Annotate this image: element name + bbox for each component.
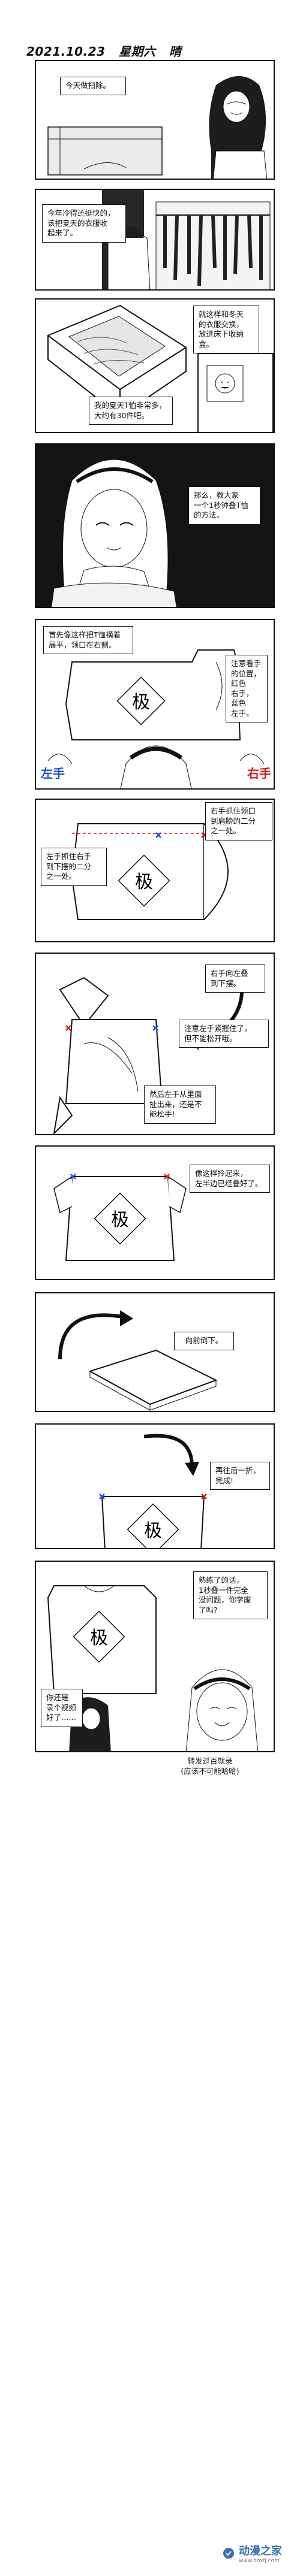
watermark-logo-icon xyxy=(223,2548,234,2559)
bubble-cleaning: 今天做扫除。 xyxy=(60,77,126,95)
bubble-fold-over: 右手向左叠 到下摆。 xyxy=(205,965,265,993)
header-weather: 晴 xyxy=(169,44,182,59)
shirt-emblem-4: 极 xyxy=(144,1520,162,1541)
panel-lay-flat: 极 首先像这样把T恤横着 展平，领口在右侧。 注意看手 的位置， 红色 右手， … xyxy=(35,619,275,790)
panel-fall-forward: 向前倒下。 xyxy=(35,1292,275,1412)
bubble-lay-flat: 首先像这样把T恤横着 展平，领口在右侧。 xyxy=(43,626,133,654)
bubble-fall-forward: 向前倒下。 xyxy=(174,1332,234,1350)
shirt-emblem-3: 极 xyxy=(111,1210,129,1230)
bubble-left-grab: 左手抓住右手 到下摆的二分 之一处。 xyxy=(41,848,107,886)
bubble-shirt-count: 我的夏天T恤非常多， 大约有30件吧。 xyxy=(89,397,173,425)
bubble-swap-clothes: 就这样和冬天 的衣服交换， 放进床下收纳盒。 xyxy=(193,306,259,353)
bubble-intro: 那么，教大家 一个1秒钟叠T恤 的方法。 xyxy=(188,486,260,525)
bubble-learned: 熟练了的话， 1秒叠一件完全 没问题，你学废 了吗? xyxy=(193,1571,268,1619)
bubble-right-grab: 右手抓住领口 到肩膀的二分 之一处。 xyxy=(205,802,272,840)
header-date: 2021.10.23 xyxy=(26,44,106,59)
panel-cleaning-art xyxy=(47,76,268,179)
panel-intro: 那么，教大家 一个1秒钟叠T恤 的方法。 xyxy=(35,443,275,608)
watermark: 动漫之家 www.dmzj.com xyxy=(222,2542,282,2564)
shirt-emblem-1: 极 xyxy=(132,692,150,713)
tag-right-hand: 右手 xyxy=(247,766,271,781)
panel-lay-flat-art: 极 xyxy=(47,649,265,788)
bubble-hand-colors: 注意看手 的位置， 红色 右手， 蓝色 左手。 xyxy=(226,655,268,722)
bubble-dont-let-go: 注意左手紧握住了， 但不能松开哦。 xyxy=(179,1020,269,1048)
panel-lift: 极 像这样拎起来， 左半边已经叠好了。 xyxy=(35,1145,275,1280)
watermark-brand: 动漫之家 xyxy=(239,2545,282,2557)
bubble-final-fold: 再往后一折， 完成! xyxy=(210,1462,270,1490)
caption-repost: 转发过百就录 (应该不可能哈哈) xyxy=(181,1756,239,1776)
bubble-lift: 像这样拎起来， 左半边已经叠好了。 xyxy=(190,1165,270,1193)
panel-storage-box-art xyxy=(47,304,274,432)
diary-date-header: 2021.10.23 星期六 晴 xyxy=(26,42,181,59)
shirt-emblem-5: 极 xyxy=(90,1628,108,1649)
panel-intro-art xyxy=(51,459,177,607)
bubble-wardrobe: 今年冷得还挺快的， 该把夏天的衣服收 起来了。 xyxy=(42,204,126,243)
bubble-record-video: 你还是 录个视频 好了…… xyxy=(41,1689,83,1727)
panel-fold-over: 右手向左叠 到下摆。 注意左手紧握住了， 但不能松开哦。 然后左手从里面 扯出来… xyxy=(35,953,275,1135)
panel-finished-art: 极 xyxy=(47,1585,259,1751)
panel-grab: 极 右手抓住领口 到肩膀的二分 之一处。 左手抓住右手 到下摆的二分 之一处。 xyxy=(35,799,275,942)
panel-lift-art: 极 xyxy=(53,1174,187,1261)
panel-fall-forward-art xyxy=(58,1310,218,1411)
panel-final-fold: 极 再往后一折， 完成! xyxy=(35,1423,275,1549)
panel-cleaning: 今天做扫除。 xyxy=(35,60,275,180)
bubble-pull-out: 然后左手从里面 扯出来，还是不 能松手! xyxy=(144,1086,216,1124)
header-weekday: 星期六 xyxy=(118,44,156,59)
shirt-emblem-2: 极 xyxy=(135,872,153,893)
panel-storage-box: 就这样和冬天 的衣服交换， 放进床下收纳盒。 我的夏天T恤非常多， 大约有30件… xyxy=(35,298,275,433)
panel-wardrobe: 今年冷得还挺快的， 该把夏天的衣服收 起来了。 xyxy=(35,189,275,291)
panel-final-fold-art: 极 xyxy=(99,1434,207,1548)
panel-finished: 极 熟练了的话， 1秒叠一件完全 没问题，你学废 了吗? 你还是 录个视频 好了… xyxy=(35,1561,275,1752)
watermark-url: www.dmzj.com xyxy=(239,2558,280,2564)
tag-left-hand: 左手 xyxy=(41,766,65,781)
